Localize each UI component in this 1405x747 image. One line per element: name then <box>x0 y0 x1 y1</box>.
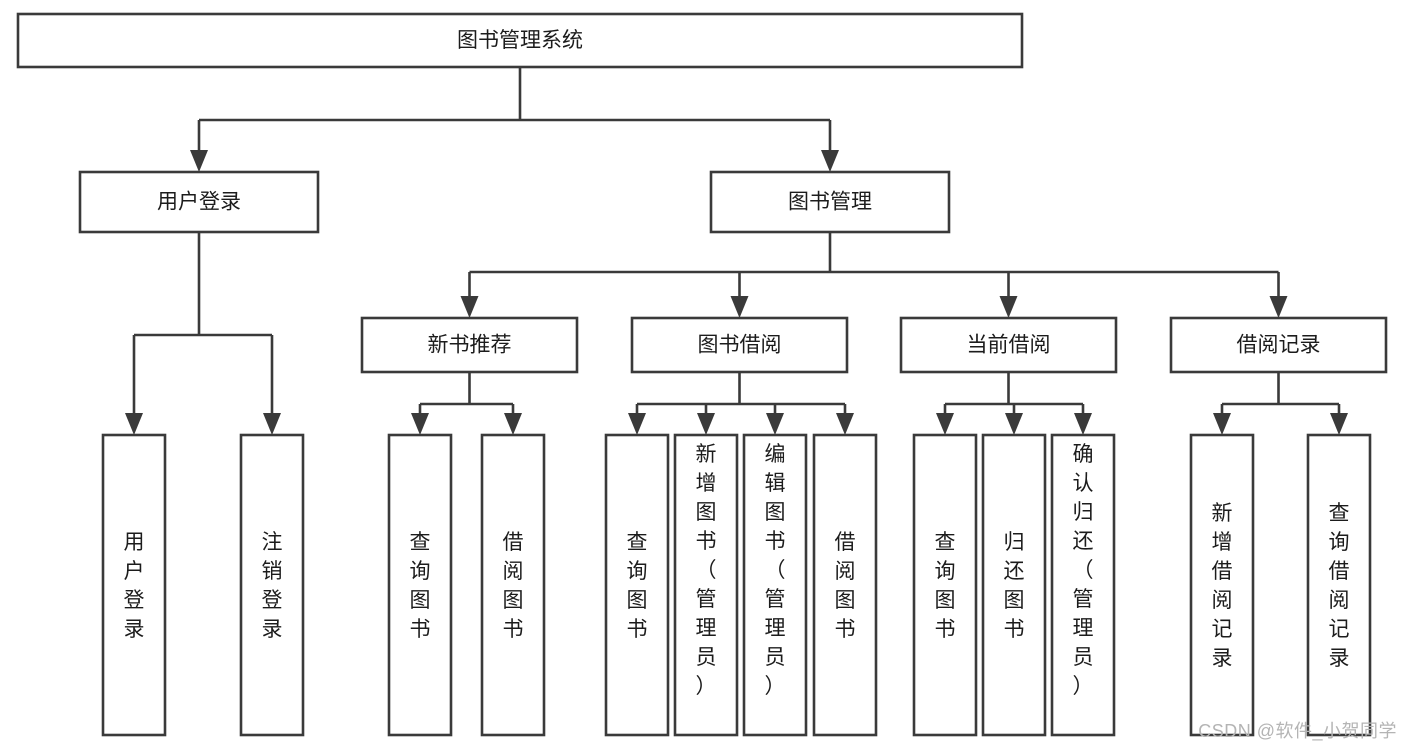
arrow-head-leaf-query-borrow-record <box>1330 413 1348 435</box>
arrow-head-book-borrow <box>730 296 749 318</box>
node-leaf-add-borrow-record[interactable]: 新增借阅记录 <box>1189 433 1255 737</box>
node-leaf-borrow-book[interactable]: 借阅图书 <box>812 433 878 737</box>
node-label-leaf-query-book-borrow: 查询图书 <box>627 531 648 641</box>
node-box-book-management <box>709 170 951 234</box>
node-current-borrow[interactable]: 当前借阅 <box>899 316 1118 374</box>
connector-layer <box>125 67 1348 435</box>
node-label-borrow-record: 借阅记录 <box>1237 334 1321 357</box>
node-box-new-book-recommend <box>360 316 579 374</box>
node-new-book-recommend[interactable]: 新书推荐 <box>360 316 579 374</box>
arrow-head-leaf-return-book <box>1005 413 1023 435</box>
arrow-head-leaf-confirm-return <box>1074 413 1092 435</box>
node-box-leaf-query-book-recommend <box>387 433 453 737</box>
arrow-head-leaf-edit-book <box>766 413 784 435</box>
node-box-leaf-query-borrow-record <box>1306 433 1372 737</box>
node-box-leaf-logout <box>239 433 305 737</box>
node-box-root <box>16 12 1024 69</box>
node-borrow-record[interactable]: 借阅记录 <box>1169 316 1388 374</box>
node-box-leaf-query-book-borrow <box>604 433 670 737</box>
node-box-leaf-edit-book <box>742 433 808 737</box>
node-leaf-edit-book[interactable]: 编辑图书（管理员） <box>742 433 808 737</box>
arrow-head-user-login <box>190 150 208 172</box>
node-leaf-user-login[interactable]: 用户登录 <box>101 433 167 737</box>
node-label-leaf-borrow-book-recommend: 借阅图书 <box>503 531 524 641</box>
arrow-head-leaf-add-book <box>697 413 715 435</box>
arrow-head-leaf-user-login <box>125 413 143 435</box>
node-box-borrow-record <box>1169 316 1388 374</box>
node-label-leaf-user-login: 用户登录 <box>124 531 145 641</box>
arrow-head-leaf-borrow-book-recommend <box>504 413 522 435</box>
arrow-head-leaf-query-book-recommend <box>411 413 429 435</box>
node-user-login[interactable]: 用户登录 <box>78 170 320 234</box>
node-book-management[interactable]: 图书管理 <box>709 170 951 234</box>
node-box-leaf-confirm-return <box>1050 433 1116 737</box>
node-label-leaf-return-book: 归还图书 <box>1004 531 1025 641</box>
node-box-user-login <box>78 170 320 234</box>
arrow-head-leaf-query-book-borrow <box>628 413 646 435</box>
node-box-leaf-borrow-book-recommend <box>480 433 546 737</box>
arrow-head-book-management <box>821 150 839 172</box>
node-label-leaf-logout: 注销登录 <box>262 531 283 641</box>
arrow-head-leaf-logout <box>263 413 281 435</box>
node-box-leaf-add-borrow-record <box>1189 433 1255 737</box>
node-layer: 图书管理系统用户登录图书管理新书推荐图书借阅当前借阅借阅记录用户登录注销登录查询… <box>16 12 1388 737</box>
node-box-leaf-return-book <box>981 433 1047 737</box>
csdn-watermark: CSDN @软件_小贺同学 <box>1198 721 1397 741</box>
node-box-leaf-borrow-book <box>812 433 878 737</box>
node-label-book-management: 图书管理 <box>788 191 872 214</box>
node-label-user-login: 用户登录 <box>157 191 241 214</box>
node-box-leaf-query-book-current <box>912 433 978 737</box>
node-box-leaf-add-book <box>673 433 739 737</box>
arrow-head-current-borrow <box>999 296 1018 318</box>
arrow-head-leaf-query-book-current <box>936 413 954 435</box>
node-leaf-query-book-current[interactable]: 查询图书 <box>912 433 978 737</box>
node-label-leaf-add-book: 新增图书（管理员） <box>696 443 717 698</box>
node-leaf-confirm-return[interactable]: 确认归还（管理员） <box>1050 433 1116 737</box>
arrow-head-leaf-add-borrow-record <box>1213 413 1231 435</box>
arrow-head-leaf-borrow-book <box>836 413 854 435</box>
node-label-leaf-query-book-current: 查询图书 <box>935 531 956 641</box>
node-label-current-borrow: 当前借阅 <box>967 334 1051 357</box>
node-leaf-add-book[interactable]: 新增图书（管理员） <box>673 433 739 737</box>
node-box-leaf-user-login <box>101 433 167 737</box>
node-leaf-borrow-book-recommend[interactable]: 借阅图书 <box>480 433 546 737</box>
node-label-root: 图书管理系统 <box>457 29 583 52</box>
node-leaf-return-book[interactable]: 归还图书 <box>981 433 1047 737</box>
node-leaf-query-book-recommend[interactable]: 查询图书 <box>387 433 453 737</box>
node-label-new-book-recommend: 新书推荐 <box>428 334 512 357</box>
node-label-leaf-borrow-book: 借阅图书 <box>835 531 856 641</box>
node-book-borrow[interactable]: 图书借阅 <box>630 316 849 374</box>
node-root[interactable]: 图书管理系统 <box>16 12 1024 69</box>
node-leaf-query-borrow-record[interactable]: 查询借阅记录 <box>1306 433 1372 737</box>
node-label-leaf-query-borrow-record: 查询借阅记录 <box>1329 502 1350 670</box>
arrow-head-new-book-recommend <box>460 296 479 318</box>
node-leaf-logout[interactable]: 注销登录 <box>239 433 305 737</box>
node-label-leaf-query-book-recommend: 查询图书 <box>410 531 431 641</box>
node-label-book-borrow: 图书借阅 <box>698 334 782 357</box>
node-label-leaf-confirm-return: 确认归还（管理员） <box>1073 443 1094 698</box>
node-label-leaf-add-borrow-record: 新增借阅记录 <box>1212 502 1233 670</box>
node-label-leaf-edit-book: 编辑图书（管理员） <box>765 443 786 698</box>
arrow-head-borrow-record <box>1269 296 1288 318</box>
node-leaf-query-book-borrow[interactable]: 查询图书 <box>604 433 670 737</box>
node-box-book-borrow <box>630 316 849 374</box>
node-box-current-borrow <box>899 316 1118 374</box>
